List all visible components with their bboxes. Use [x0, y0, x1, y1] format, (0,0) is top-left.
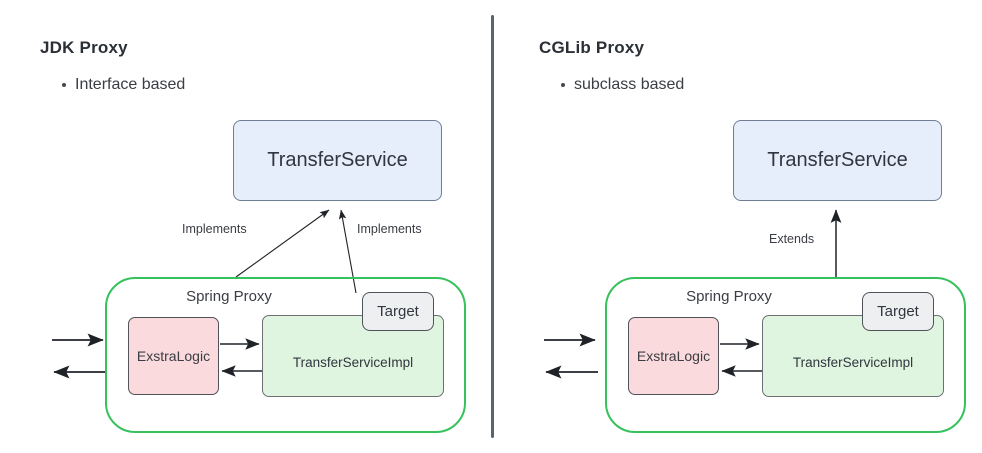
box-spring-proxy-cglib[interactable] [605, 277, 966, 433]
impl-label: TransferServiceImpl [792, 354, 914, 370]
edge-label-implements-left: Implements [182, 222, 247, 236]
bullet-jdk-label: Interface based [75, 76, 186, 93]
vertical-divider [491, 15, 494, 438]
box-transferservice-jdk[interactable]: TransferService [233, 120, 442, 201]
bullet-jdk: Interface based [62, 76, 185, 94]
extra-logic-line1: Exstra [136, 347, 177, 364]
extra-logic-line1: Exstra [636, 347, 677, 364]
box-transferserviceimpl-jdk[interactable]: TransferServiceImpl [262, 315, 444, 397]
bullet-cglib: subclass based [561, 76, 684, 94]
box-extra-logic-cglib[interactable]: Exstra Logic [628, 317, 719, 395]
edge-label-extends: Extends [769, 232, 815, 246]
box-target-cglib[interactable]: Target [862, 292, 934, 331]
panel-cglib-proxy: CGLib Proxy subclass based Extends Trans… [491, 0, 982, 453]
bullet-cglib-label: subclass based [574, 76, 685, 93]
edge-label-implements-right: Implements [357, 222, 422, 236]
impl-label: TransferServiceImpl [292, 354, 414, 370]
spring-proxy-label-jdk: Spring Proxy [186, 288, 272, 305]
box-transferserviceimpl-cglib[interactable]: TransferServiceImpl [762, 315, 944, 397]
extra-logic-line2: Logic [176, 347, 211, 364]
spring-proxy-label-cglib: Spring Proxy [686, 288, 772, 305]
extra-logic-line2: Logic [676, 347, 711, 364]
page-title-cglib: CGLib Proxy [539, 38, 645, 57]
panel-jdk-proxy: JDK Proxy Interface based [40, 38, 466, 433]
bullet-dot-icon [561, 83, 565, 87]
box-transferservice-cglib[interactable]: TransferService [733, 120, 942, 201]
box-extra-logic-jdk[interactable]: Exstra Logic [128, 317, 219, 395]
box-spring-proxy-jdk[interactable] [105, 277, 466, 433]
bullet-dot-icon [62, 83, 66, 87]
page-title-jdk: JDK Proxy [40, 38, 128, 57]
box-target-jdk[interactable]: Target [362, 292, 434, 331]
